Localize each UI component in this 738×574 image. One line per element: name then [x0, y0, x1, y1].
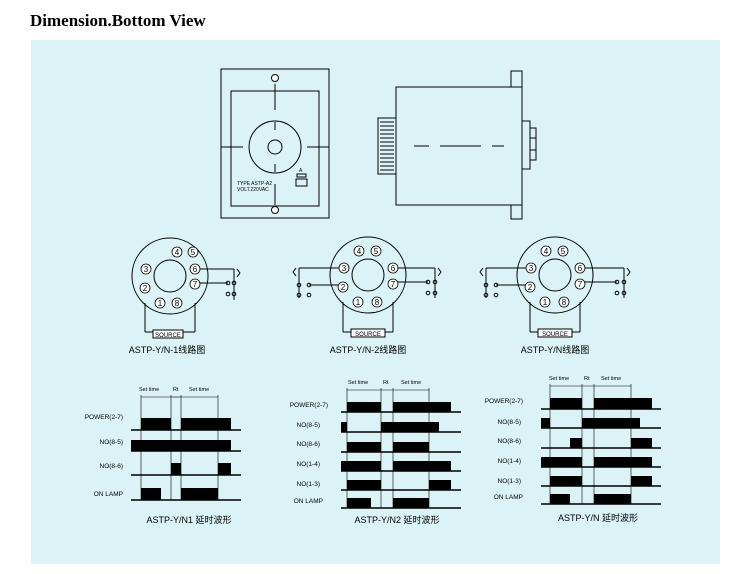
pin-label: 2 [528, 283, 533, 292]
pin-label: 3 [342, 264, 347, 273]
timing-row-label: POWER(2-7) [85, 414, 123, 421]
timing-diagram-3: Set time Rt Set time PO [485, 376, 661, 523]
side-view-knurl [380, 121, 394, 171]
pin-label: 7 [193, 280, 198, 289]
indicator-lamp [295, 178, 308, 187]
set-time-label: Set time [348, 380, 368, 386]
front-view-volt-label: VOLT.220VAC [237, 187, 269, 193]
pin-label: 6 [578, 264, 583, 273]
set-time-label: Set time [189, 387, 209, 393]
diagram-panel: TYPE ASTP-A2 VOLT.220VAC A 4 5 3 6 2 7 1… [31, 40, 720, 564]
timing-row-label: NO(1-3) [297, 481, 320, 488]
front-view [220, 68, 330, 219]
set-time-label: Set time [139, 387, 159, 393]
timing-row-label: NO(1-3) [498, 478, 521, 485]
pin-label: 4 [544, 247, 549, 256]
front-view-outer-frame [220, 68, 330, 219]
pin-label: 2 [143, 284, 148, 293]
timing-row-label: NO(8-5) [100, 439, 123, 446]
wiring-socket-outline [516, 236, 594, 314]
pin-label: 7 [391, 280, 396, 289]
front-view-type-label: TYPE ASTP-A2 [237, 181, 272, 187]
mount-hole-top [271, 74, 279, 82]
timing-row-label: ON LAMP [294, 498, 323, 505]
pin-label: 6 [391, 264, 396, 273]
dial-ring [248, 120, 302, 174]
set-time-label: Set time [549, 376, 569, 382]
timing-row-label: NO(8-6) [297, 441, 320, 448]
pin-label: 5 [191, 248, 196, 257]
pin-label: 3 [529, 264, 534, 273]
wiring-socket-key [538, 258, 572, 292]
pin-label: 8 [562, 298, 567, 307]
timing-row-label: POWER(2-7) [485, 398, 523, 405]
rt-label: Rt [173, 387, 179, 393]
timing-diagram-1: Set time Rt Set time POWER(2-7) [85, 387, 241, 525]
wiring-caption-1: ASTP-Y/N-1线路图 [129, 344, 206, 355]
pin-label: 4 [175, 248, 180, 257]
rt-label: Rt [383, 380, 389, 386]
page-title: Dimension.Bottom View [30, 11, 206, 30]
wiring-caption-3: ASTP-Y/N线路图 [521, 344, 590, 355]
wiring-diagram-3 [479, 236, 631, 338]
set-time-label: Set time [401, 380, 421, 386]
wiring-socket-outline [329, 236, 407, 314]
source-label: SOURCE [355, 332, 381, 338]
side-view-knob [377, 117, 397, 175]
timing-caption-2: ASTP-Y/N2 延时波形 [354, 514, 439, 525]
timing-row-label: POWER(2-7) [290, 402, 328, 409]
pin-label: 4 [357, 247, 362, 256]
pin-label: 1 [158, 299, 163, 308]
timing-diagram-2: Set time Rt Set time PO [290, 380, 461, 525]
pin-label: 1 [543, 298, 548, 307]
pin-label: 3 [144, 265, 149, 274]
pin-label: 6 [193, 265, 198, 274]
wiring-caption-2: ASTP-Y/N-2线路图 [330, 344, 407, 355]
rt-label: Rt [584, 376, 590, 382]
pin-label: 5 [374, 247, 379, 256]
timing-caption-3: ASTP-Y/N 延时波形 [558, 512, 638, 523]
mount-hole-bottom [271, 206, 279, 214]
timing-row-label: NO(8-6) [100, 463, 123, 470]
timing-row-label: NO(8-5) [297, 422, 320, 429]
timing-row-label: ON LAMP [94, 491, 123, 498]
timing-row-label: ON LAMP [494, 494, 523, 501]
timing-row-label: NO(8-5) [498, 419, 521, 426]
pin-label: 8 [175, 299, 180, 308]
wiring-socket-outline [131, 237, 209, 315]
wiring-diagram-2 [292, 236, 442, 338]
side-view [377, 70, 537, 220]
timing-row-label: NO(8-6) [498, 438, 521, 445]
pin-label: 7 [578, 280, 583, 289]
timing-row-label: NO(1-4) [297, 461, 320, 468]
pin-label: 1 [356, 298, 361, 307]
wiring-diagram-1 [131, 237, 241, 339]
set-time-label: Set time [601, 376, 621, 382]
pin-label: 2 [341, 283, 346, 292]
pin-label: 5 [561, 247, 566, 256]
dimension-diagram: TYPE ASTP-A2 VOLT.220VAC A 4 5 3 6 2 7 1… [85, 68, 661, 525]
wiring-socket-key [153, 259, 187, 293]
timing-row-label: NO(1-4) [498, 458, 521, 465]
dial-knob [267, 139, 283, 155]
timing-caption-1: ASTP-Y/N1 延时波形 [146, 514, 231, 525]
source-label: SOURCE [542, 332, 568, 338]
source-label: SOURCE [155, 333, 181, 339]
pin-label: 8 [375, 298, 380, 307]
wiring-socket-key [351, 258, 385, 292]
front-view-knob-mark: A [299, 168, 303, 174]
